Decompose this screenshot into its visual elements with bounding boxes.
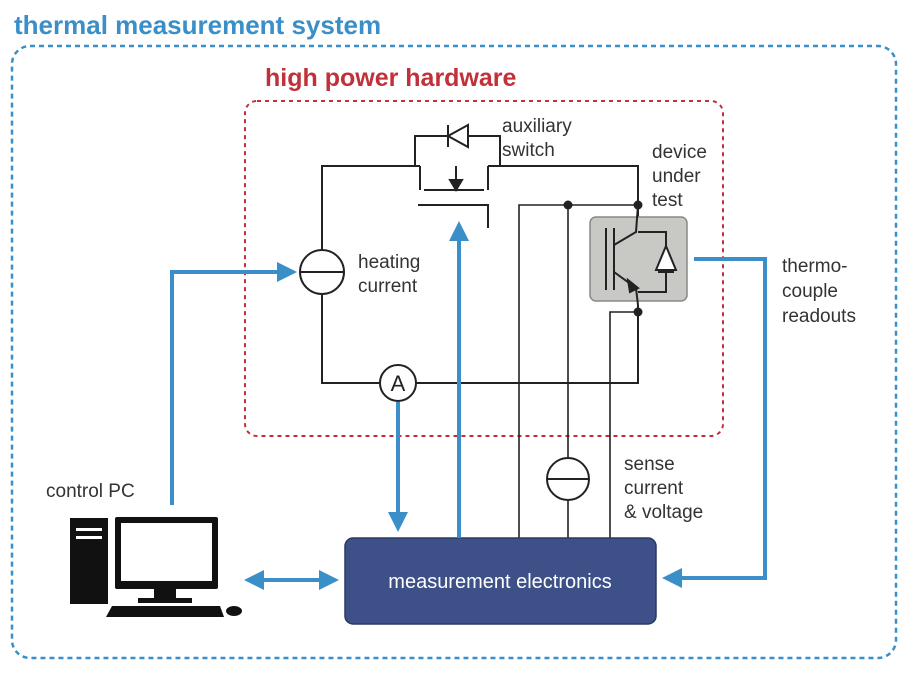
sense-current-source-icon bbox=[546, 457, 590, 501]
system-title: thermal measurement system bbox=[14, 10, 381, 40]
measurement-electronics-label: measurement electronics bbox=[388, 571, 611, 593]
hardware-title: high power hardware bbox=[265, 64, 517, 92]
device-under-test bbox=[589, 204, 688, 306]
hardware-boundary bbox=[244, 100, 724, 437]
measurement-electronics: measurement electronics bbox=[344, 537, 657, 625]
thermocouple-readouts-label: thermo- couple readouts bbox=[782, 256, 856, 327]
diode-icon bbox=[445, 123, 469, 149]
ammeter-symbol: A bbox=[391, 371, 406, 396]
system-boundary bbox=[10, 44, 898, 660]
igbt-icon bbox=[605, 204, 640, 306]
auxiliary-switch-label: auxiliary switch bbox=[502, 116, 577, 161]
desktop-computer-icon bbox=[70, 517, 242, 617]
sense-wires bbox=[518, 204, 638, 538]
heating-current-label: heating current bbox=[358, 252, 426, 297]
device-under-test-label: device under test bbox=[652, 142, 712, 211]
thermocouple-arrow bbox=[662, 257, 767, 588]
control-pc-label: control PC bbox=[46, 481, 135, 502]
current-source-icon bbox=[299, 249, 345, 295]
pc-to-heating-arrow bbox=[170, 262, 297, 505]
ammeter-icon: A bbox=[379, 364, 417, 402]
sense-current-voltage-label: sense current & voltage bbox=[624, 454, 703, 523]
freewheel-diode-icon bbox=[638, 231, 678, 293]
signal-arrows bbox=[170, 221, 767, 590]
junction-dots bbox=[563, 200, 643, 317]
auxiliary-switch-symbol bbox=[418, 123, 489, 228]
